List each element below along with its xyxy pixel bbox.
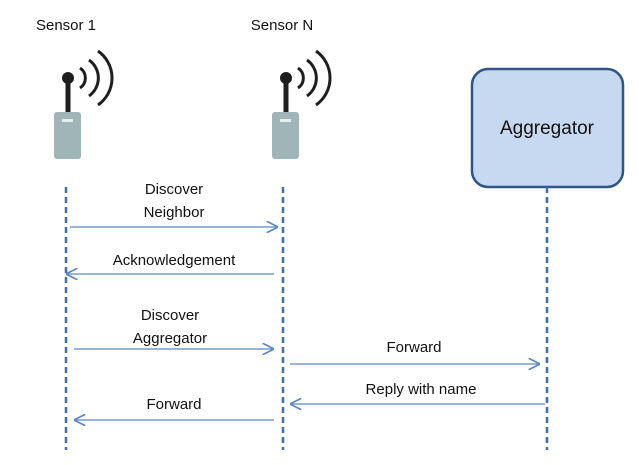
message-label: Reply with name [366,381,477,398]
sensor-1-label: Sensor 1 [36,17,96,34]
sensor-n-label: Sensor N [251,17,314,34]
message-label: Forward [146,396,201,413]
message-acknowledgement: Acknowledgement [67,252,274,274]
message-discover-aggregator: Discover Aggregator [74,307,273,349]
message-forward-to-sensor-1: Forward [75,396,274,420]
message-label: Forward [386,339,441,356]
message-forward-to-aggregator: Forward [290,339,539,364]
message-discover-neighbor: Discover Neighbor [70,181,277,227]
message-reply-with-name: Reply with name [291,381,545,404]
message-label: Acknowledgement [113,252,236,269]
message-label: Neighbor [144,204,205,221]
aggregator-label: Aggregator [500,118,595,139]
message-label: Discover [145,181,203,198]
message-label: Aggregator [133,330,207,347]
message-label: Discover [141,307,199,324]
aggregator-node: Aggregator [470,67,625,189]
sensor-1-icon [54,49,114,159]
sensor-n-icon [272,49,332,159]
